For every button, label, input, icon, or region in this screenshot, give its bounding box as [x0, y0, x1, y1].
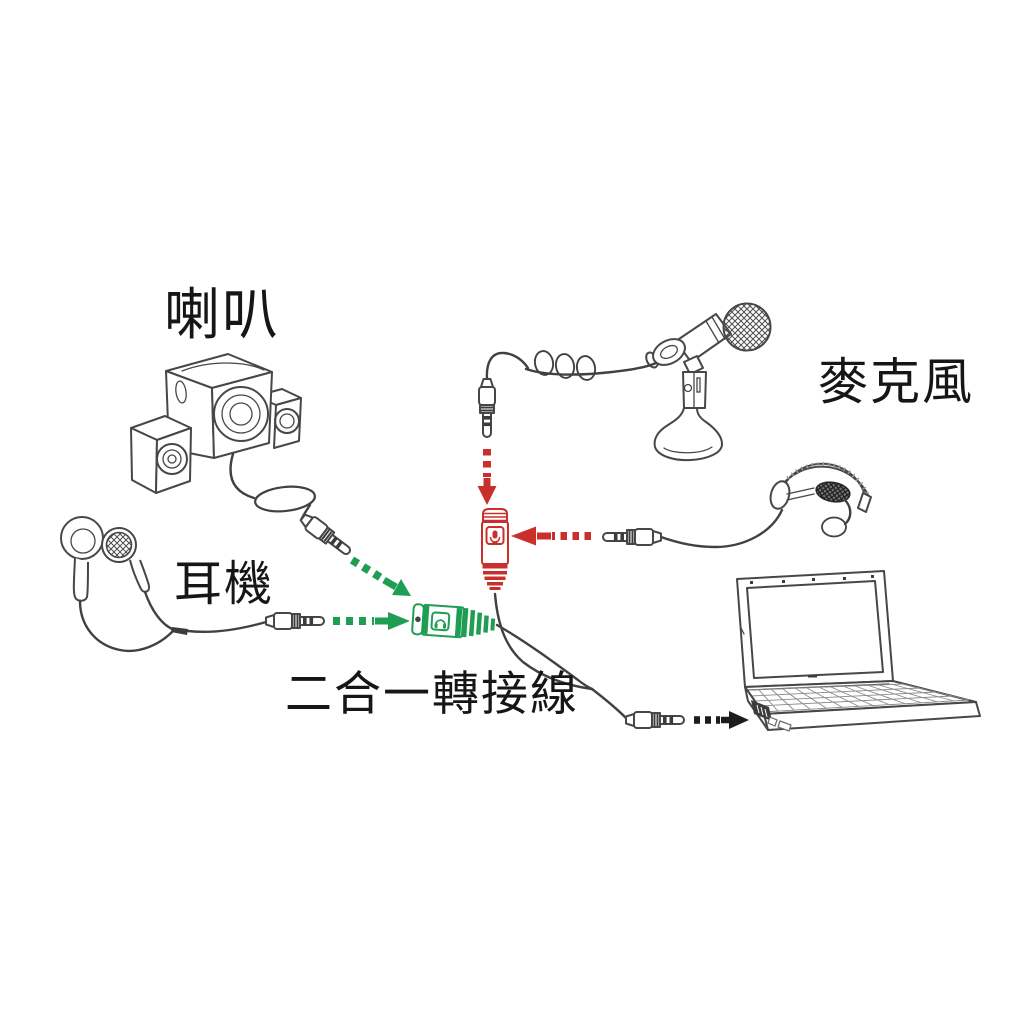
speaker-to-adapter-arrow — [349, 556, 411, 596]
adapter-label: 二合一轉接線 — [285, 667, 579, 720]
earphones-label: 耳機 — [174, 558, 275, 611]
laptop-illustration — [736, 570, 981, 732]
speaker-cable — [229, 452, 316, 522]
red-mic-connector — [481, 508, 509, 590]
microphone-plug — [478, 378, 496, 438]
microphone-icon — [489, 530, 501, 544]
earphones-illustration — [60, 516, 151, 602]
microphone-to-adapter-arrow — [477, 449, 497, 505]
green-headphone-connector — [411, 603, 496, 639]
adapter-to-laptop-arrow — [694, 711, 749, 729]
headset-to-adapter-arrow — [511, 526, 591, 546]
adapter-output-plug — [625, 711, 685, 729]
headset-illustration — [769, 462, 872, 538]
speaker-plug — [297, 510, 355, 560]
microphone-cable — [485, 350, 658, 381]
earphone-to-adapter-arrow — [333, 612, 410, 630]
headphones-icon — [434, 619, 447, 629]
earphone-plug — [265, 612, 325, 630]
speakers-label: 喇叭 — [164, 283, 280, 346]
headset-plug — [602, 528, 662, 546]
earphone-cable — [78, 590, 268, 653]
microphone-label: 麥克風 — [818, 354, 974, 410]
speakers-illustration — [130, 353, 302, 494]
microphone-illustration — [645, 302, 772, 462]
headset-cable — [659, 508, 784, 549]
adapter-output-cable — [493, 592, 628, 720]
